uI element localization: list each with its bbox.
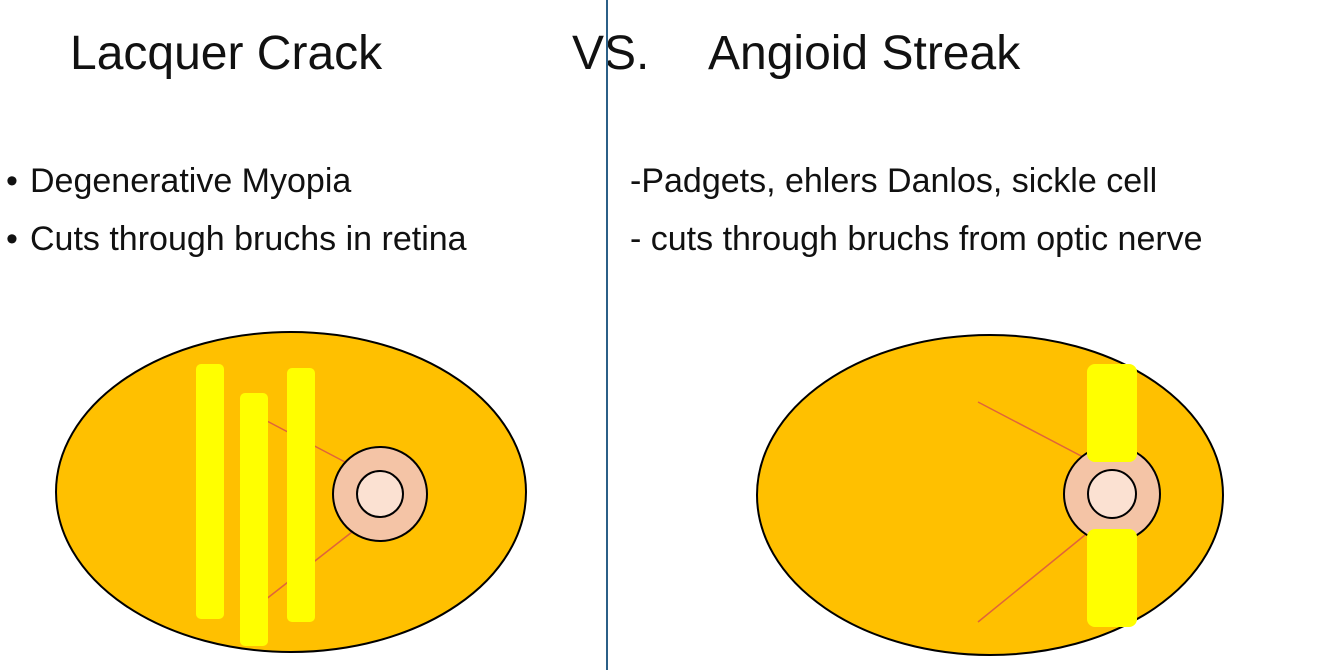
vs-label: VS. bbox=[572, 27, 650, 80]
angioid-streak-cause: -Padgets, ehlers Danlos, sickle cell bbox=[630, 162, 1158, 200]
lacquer-crack-location: Cuts through bruchs in retina bbox=[30, 220, 467, 258]
angioid-streak-title: Angioid Streak bbox=[708, 27, 1021, 80]
center-divider bbox=[606, 0, 608, 670]
lacquer-crack-title: Lacquer Crack bbox=[70, 27, 383, 80]
optic-disc-inner bbox=[356, 470, 404, 518]
vessel-line bbox=[977, 534, 1086, 623]
angioid-streak-lines: -Padgets, ehlers Danlos, sickle cell - c… bbox=[630, 152, 1203, 268]
optic-disc-inner bbox=[1087, 469, 1137, 519]
angioid-streak-lower bbox=[1087, 529, 1137, 627]
angioid-streak-diagram bbox=[756, 334, 1224, 656]
list-item: • Cuts through bruchs in retina bbox=[6, 210, 467, 268]
lacquer-crack-bullets: • Degenerative Myopia • Cuts through bru… bbox=[6, 152, 467, 268]
vessel-line bbox=[977, 401, 1086, 459]
list-item: - cuts through bruchs from optic nerve bbox=[630, 210, 1203, 268]
angioid-streak-upper bbox=[1087, 364, 1137, 462]
list-item: • Degenerative Myopia bbox=[6, 152, 467, 210]
lacquer-crack-cause: Degenerative Myopia bbox=[30, 162, 352, 200]
angioid-streak-location: - cuts through bruchs from optic nerve bbox=[630, 220, 1203, 258]
bullet-icon: • bbox=[6, 162, 18, 200]
bullet-icon: • bbox=[6, 220, 18, 258]
crack-streak bbox=[287, 368, 315, 622]
crack-streak bbox=[196, 364, 224, 619]
lacquer-crack-diagram bbox=[55, 331, 527, 653]
list-item: -Padgets, ehlers Danlos, sickle cell bbox=[630, 152, 1203, 210]
crack-streak bbox=[240, 393, 268, 646]
